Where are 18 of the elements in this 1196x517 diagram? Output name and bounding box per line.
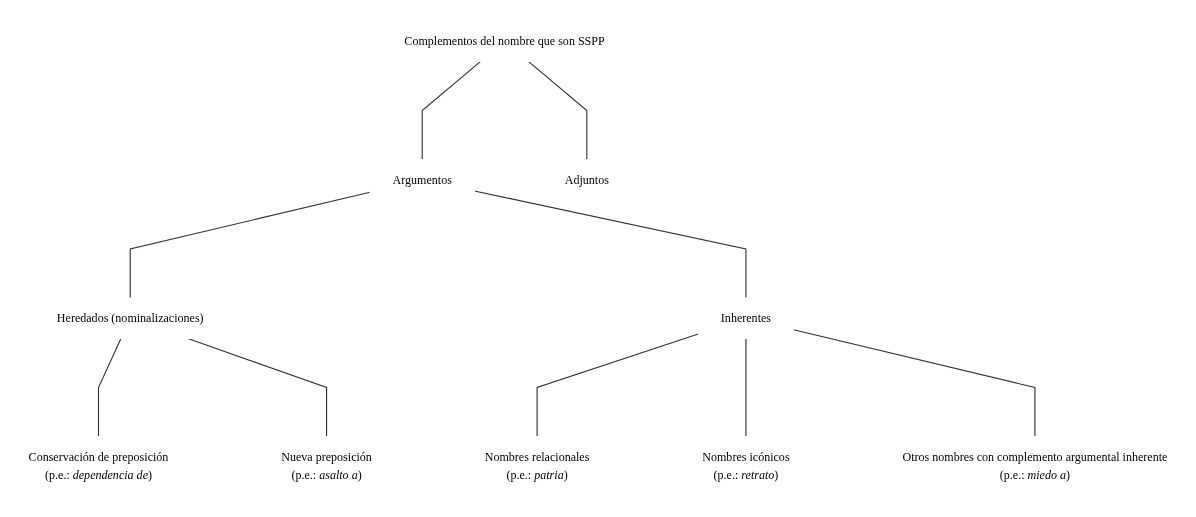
node-text: Complementos del nombre que son SSPP [404, 34, 605, 48]
connector [473, 190, 747, 299]
node-text: Otros nombres con complemento argumental inherente (p.e.: miedo a) [902, 450, 1168, 482]
connector [793, 329, 1036, 438]
node-text: Adjuntos [564, 173, 609, 187]
connector [421, 61, 481, 161]
node-text: Argumentos [392, 173, 452, 187]
node-text: Nombres relacionales (p.e.: patria) [484, 450, 590, 482]
node-text: Nombres icónicos (p.e.: retrato) [702, 450, 790, 482]
connector [536, 333, 699, 438]
connector [97, 338, 122, 438]
connector [528, 61, 588, 161]
node-text: Conservación de preposición (p.e.: dependencia de) [28, 450, 169, 482]
node-text: Inherentes [720, 311, 772, 325]
node-text: Heredados (nominalizaciones) [56, 311, 204, 325]
node-text: Nueva preposición (p.e.: asalto a) [281, 450, 372, 482]
connector [745, 338, 747, 438]
connector [129, 192, 371, 299]
